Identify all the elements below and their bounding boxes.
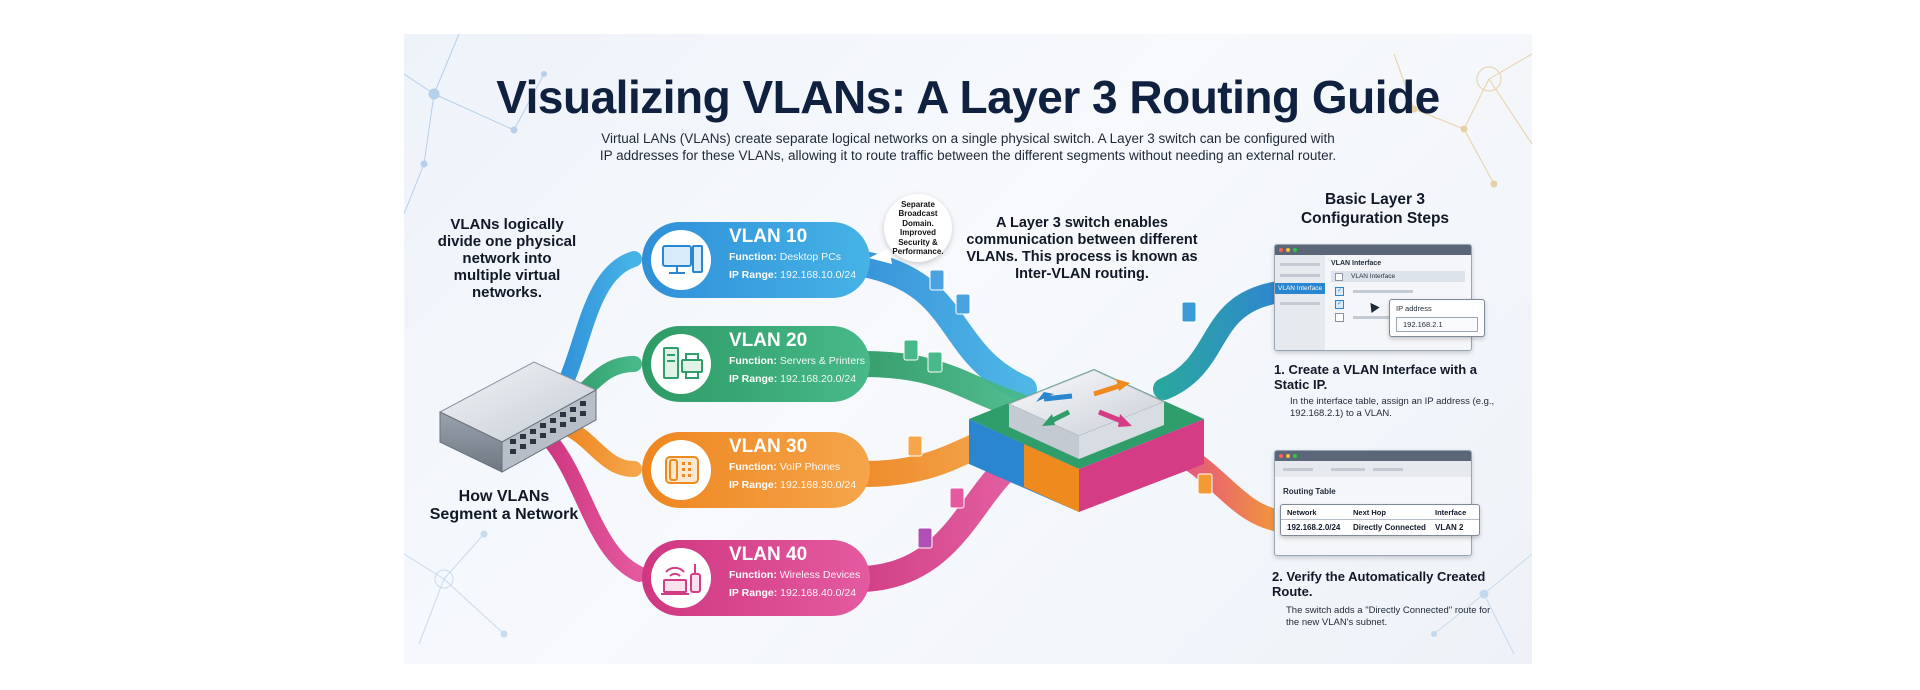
routing-table-grid: Network Next Hop Interface 192.168.2.0/2… [1280, 504, 1480, 536]
ip-address-label: IP address [1396, 304, 1432, 313]
layer3-switch-graphic [969, 369, 1204, 512]
function-label: Function: [729, 355, 777, 367]
route-interface: VLAN 2 [1435, 523, 1464, 532]
wireless-device-icon [661, 564, 701, 595]
close-dot-icon [1279, 454, 1283, 458]
vlan-name: VLAN 20 [729, 330, 808, 351]
routing-table-window: Routing Table [1274, 450, 1472, 556]
vlan-ip-row: IP Range: 192.168.10.0/24 [729, 269, 869, 281]
vlan-function-row: Function: Desktop PCs [729, 251, 869, 263]
vlan-function-row: Function: Wireless Devices [729, 569, 869, 581]
physical-switch-graphic [438, 361, 598, 473]
checkbox-checked-icon[interactable]: ✓ [1335, 287, 1344, 296]
benefit-bubble: Separate Broadcast Domain. Improved Secu… [884, 194, 952, 262]
minimize-dot-icon [1286, 248, 1290, 252]
diagram-artwork [404, 34, 1532, 655]
close-dot-icon [1279, 248, 1283, 252]
step1-description: In the interface table, assign an IP add… [1290, 396, 1495, 419]
subtitle-line-1: Virtual LANs (VLANs) create separate log… [601, 131, 1335, 146]
vlan-function: VoIP Phones [779, 461, 841, 473]
checkbox-checked-icon[interactable]: ✓ [1335, 300, 1344, 309]
table-header-label: VLAN Interface [1351, 273, 1396, 280]
inter-vlan-description: A Layer 3 switch enables communication b… [966, 215, 1198, 282]
routing-table-heading: Routing Table [1283, 487, 1336, 496]
ip-address-value: 192.168.2.1 [1403, 320, 1443, 329]
vlan-ip-range: 192.168.30.0/24 [780, 479, 857, 491]
vlan-ip-range: 192.168.10.0/24 [780, 269, 857, 281]
function-label: Function: [729, 251, 777, 263]
vlan-name: VLAN 10 [729, 226, 808, 247]
vlan-card-10: VLAN 10 Function: Desktop PCs IP Range: … [729, 226, 869, 281]
vlan-function-row: Function: VoIP Phones [729, 461, 869, 473]
data-packets [903, 269, 1213, 549]
decor-network-topleft [404, 34, 547, 215]
vlan-card-20: VLAN 20 Function: Servers & Printers IP … [729, 330, 869, 385]
route-network: 192.168.2.0/24 [1287, 523, 1341, 532]
vlan-function: Servers & Printers [779, 355, 865, 367]
checkbox-icon[interactable] [1335, 313, 1344, 322]
window-sidebar: VLAN Interface [1275, 255, 1325, 350]
decor-network-topright [1393, 53, 1532, 188]
bubble-pointer [869, 248, 892, 264]
window-titlebar [1275, 245, 1471, 255]
vlan-function: Wireless Devices [779, 569, 861, 581]
ip-address-popup: IP address 192.168.2.1 [1389, 299, 1485, 337]
window-heading: VLAN Interface [1331, 260, 1382, 267]
vlan-ip-row: IP Range: 192.168.40.0/24 [729, 587, 869, 599]
server-printer-icon [663, 347, 703, 379]
function-label: Function: [729, 461, 777, 473]
config-steps-title: Basic Layer 3 Configuration Steps [1300, 191, 1450, 227]
maximize-dot-icon [1293, 454, 1297, 458]
checkbox-icon[interactable] [1335, 273, 1343, 281]
infographic-canvas: Visualizing VLANs: A Layer 3 Routing Gui… [404, 34, 1532, 664]
vlan-name: VLAN 40 [729, 544, 808, 565]
ip-range-label: IP Range: [729, 479, 778, 491]
decor-network-bottomleft [404, 530, 508, 645]
sidebar-item-vlan-interface[interactable]: VLAN Interface [1275, 283, 1325, 294]
vlan-ip-row: IP Range: 192.168.30.0/24 [729, 479, 869, 491]
vlan-ip-range: 192.168.20.0/24 [780, 373, 857, 385]
voip-phone-icon [665, 456, 699, 484]
vlan-ip-range: 192.168.40.0/24 [780, 587, 857, 599]
subtitle-line-2: IP addresses for these VLANs, allowing i… [599, 148, 1337, 163]
vlan-card-40: VLAN 40 Function: Wireless Devices IP Ra… [729, 544, 869, 599]
vlan-card-30: VLAN 30 Function: VoIP Phones IP Range: … [729, 436, 869, 491]
col-header-interface: Interface [1435, 508, 1467, 517]
vlan-to-l3-ribbons [851, 251, 1042, 592]
segment-caption: How VLANs Segment a Network [429, 488, 579, 523]
table-header-row: VLAN Interface [1331, 271, 1465, 282]
function-label: Function: [729, 569, 777, 581]
minimize-dot-icon [1286, 454, 1290, 458]
ip-range-label: IP Range: [729, 587, 778, 599]
page-subtitle: Virtual LANs (VLANs) create separate log… [574, 130, 1362, 164]
step2-title: 2. Verify the Automatically Created Rout… [1272, 569, 1486, 599]
decor-network-bottomright [1431, 553, 1532, 655]
col-header-next-hop: Next Hop [1353, 508, 1386, 517]
left-description: VLANs logically divide one physical netw… [437, 216, 577, 301]
l3-to-config-ribbons [1153, 281, 1295, 533]
route-next-hop: Directly Connected [1353, 523, 1426, 532]
benefit-text: Separate Broadcast Domain. Improved Secu… [892, 199, 944, 257]
vlan-function-row: Function: Servers & Printers [729, 355, 869, 367]
ip-range-label: IP Range: [729, 373, 778, 385]
step2-description: The switch adds a "Directly Connected" r… [1286, 605, 1491, 628]
desktop-pc-icon [662, 245, 703, 274]
page-title: Visualizing VLANs: A Layer 3 Routing Gui… [496, 71, 1440, 123]
step1-title: 1. Create a VLAN Interface with a Static… [1274, 362, 1478, 392]
window-titlebar [1275, 451, 1471, 461]
vlan-pills [642, 222, 870, 616]
maximize-dot-icon [1293, 248, 1297, 252]
ip-address-input[interactable]: 192.168.2.1 [1396, 317, 1478, 332]
ip-range-label: IP Range: [729, 269, 778, 281]
vlan-function: Desktop PCs [779, 251, 842, 263]
vlan-ip-row: IP Range: 192.168.20.0/24 [729, 373, 869, 385]
vlan-name: VLAN 30 [729, 436, 808, 457]
col-header-network: Network [1287, 508, 1317, 517]
